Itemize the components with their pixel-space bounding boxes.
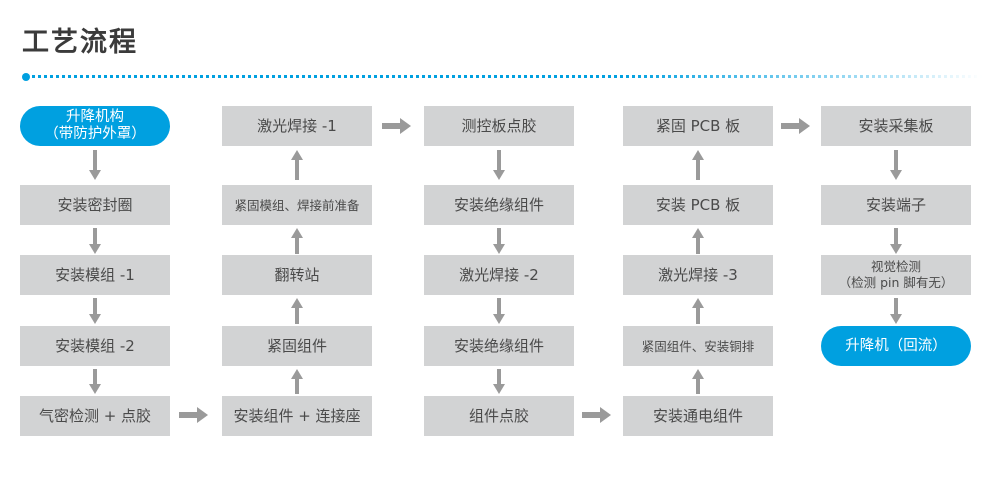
arrow-up-icon [290,228,304,254]
flow-node-fasten-assembly-install-busbar[interactable]: 紧固组件、安装铜排 [623,326,773,366]
arrow-up-icon [691,228,705,254]
arrow-down-icon [492,150,506,180]
arrow-up-icon [691,369,705,394]
arrow-down-icon [88,150,102,180]
arrow-down-icon [492,298,506,324]
flow-node-visual-inspection[interactable]: 视觉检测 （检测 pin 脚有无） [821,255,971,295]
title-divider [22,72,982,82]
flow-node-install-insulation-assembly-1[interactable]: 安装绝缘组件 [424,185,574,225]
flow-node-fasten-pcb-board[interactable]: 紧固 PCB 板 [623,106,773,146]
flow-node-install-collection-board[interactable]: 安装采集板 [821,106,971,146]
arrow-right-icon [781,117,811,135]
flow-node-assembly-dispense[interactable]: 组件点胶 [424,396,574,436]
arrow-down-icon [889,298,903,324]
dotted-rule [32,75,982,78]
arrow-down-icon [889,228,903,254]
arrow-up-icon [691,298,705,324]
flow-node-install-assembly-connector[interactable]: 安装组件 + 连接座 [222,396,372,436]
flow-node-lift-return[interactable]: 升降机（回流） [821,326,971,366]
accent-dot-icon [22,73,30,81]
arrow-down-icon [88,298,102,324]
flow-node-laser-welding-2[interactable]: 激光焊接 -2 [424,255,574,295]
flow-node-install-pcb-board[interactable]: 安装 PCB 板 [623,185,773,225]
flow-node-control-board-dispense[interactable]: 测控板点胶 [424,106,574,146]
arrow-up-icon [290,150,304,180]
flow-node-airtight-test-dispense[interactable]: 气密检测 + 点胶 [20,396,170,436]
arrow-right-icon [582,406,612,424]
flow-node-install-insulation-assembly-2[interactable]: 安装绝缘组件 [424,326,574,366]
arrow-down-icon [88,228,102,254]
page-title: 工艺流程 [22,27,138,58]
flow-node-lift-mechanism[interactable]: 升降机构 （带防护外罩） [20,106,170,146]
arrow-down-icon [492,228,506,254]
arrow-up-icon [290,369,304,394]
arrow-up-icon [691,150,705,180]
flow-node-laser-welding-3[interactable]: 激光焊接 -3 [623,255,773,295]
arrow-up-icon [290,298,304,324]
flow-node-fasten-module-weld-prep[interactable]: 紧固模组、焊接前准备 [222,185,372,225]
flow-node-install-terminals[interactable]: 安装端子 [821,185,971,225]
flow-node-install-module-2[interactable]: 安装模组 -2 [20,326,170,366]
arrow-right-icon [382,117,412,135]
flow-node-install-module-1[interactable]: 安装模组 -1 [20,255,170,295]
flow-node-turnover-station[interactable]: 翻转站 [222,255,372,295]
flow-node-install-powered-assembly[interactable]: 安装通电组件 [623,396,773,436]
flow-node-fasten-assembly[interactable]: 紧固组件 [222,326,372,366]
arrow-down-icon [889,150,903,180]
flow-node-laser-welding-1[interactable]: 激光焊接 -1 [222,106,372,146]
arrow-right-icon [179,406,209,424]
flow-node-install-seal-ring[interactable]: 安装密封圈 [20,185,170,225]
arrow-down-icon [492,369,506,394]
arrow-down-icon [88,369,102,394]
